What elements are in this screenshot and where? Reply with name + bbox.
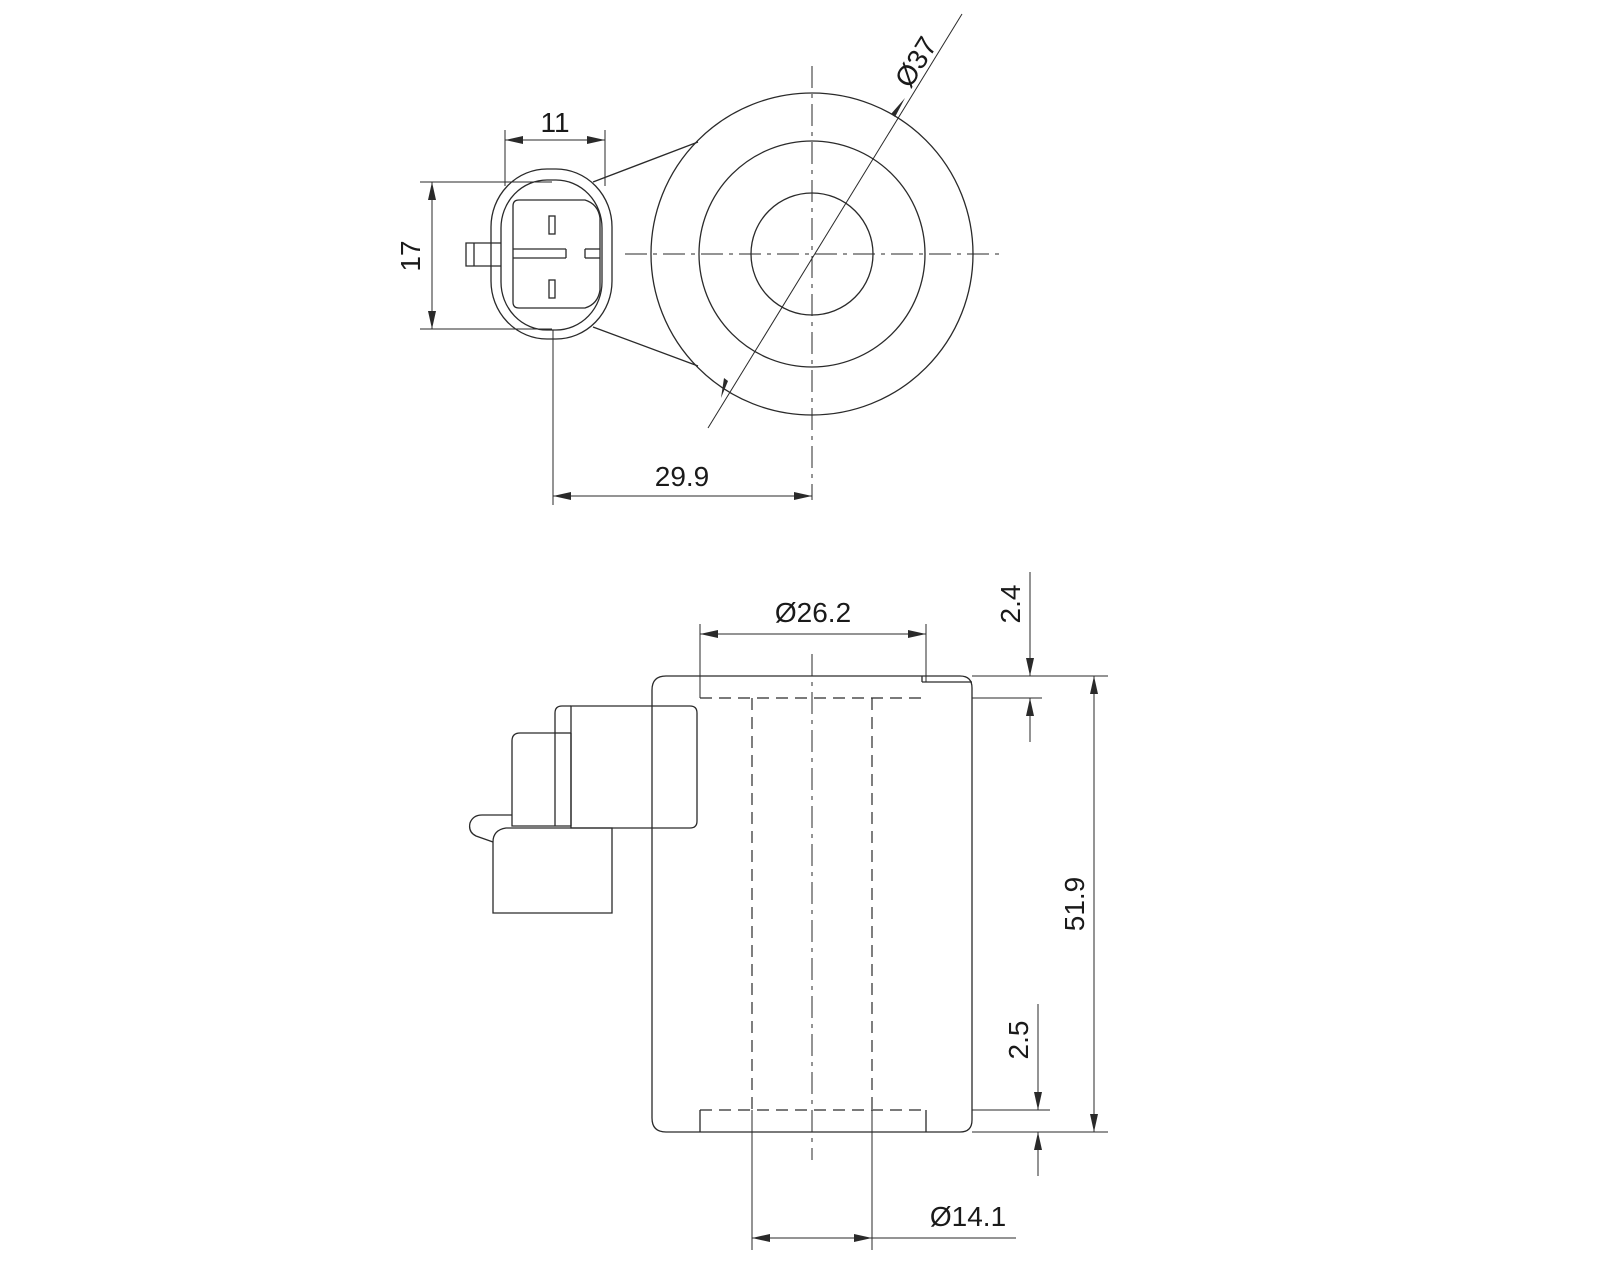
coil-bore-circle [750, 192, 874, 316]
pin-top [548, 215, 556, 235]
connector-inner-outline [500, 179, 603, 331]
dim-top-flange-thickness: 2.4 [995, 585, 1026, 624]
dim-flange-diameter: Ø26.2 [775, 597, 851, 628]
connector-housing [570, 705, 698, 829]
coil-middle-circle [698, 140, 926, 368]
dim-coil-outer-diameter: Ø37 [889, 31, 943, 92]
side-view: Ø26.2 2.4 51.9 2.5 Ø14.1 [468, 572, 1108, 1250]
connector-outer-outline [490, 168, 613, 340]
dim-overall-height: 51.9 [1059, 877, 1090, 932]
dim-bottom-flange-thickness: 2.5 [1003, 1021, 1034, 1060]
top-view: Ø37 11 17 29.9 [395, 13, 1002, 505]
dim-connector-width: 11 [540, 107, 569, 138]
dim-bore-diameter: Ø14.1 [930, 1201, 1006, 1232]
dim-connector-height: 17 [395, 240, 426, 271]
coil-outer-circle [650, 92, 974, 416]
plug-body [492, 827, 613, 914]
dim-connector-offset: 29.9 [655, 461, 710, 492]
pin-bottom [548, 279, 556, 299]
